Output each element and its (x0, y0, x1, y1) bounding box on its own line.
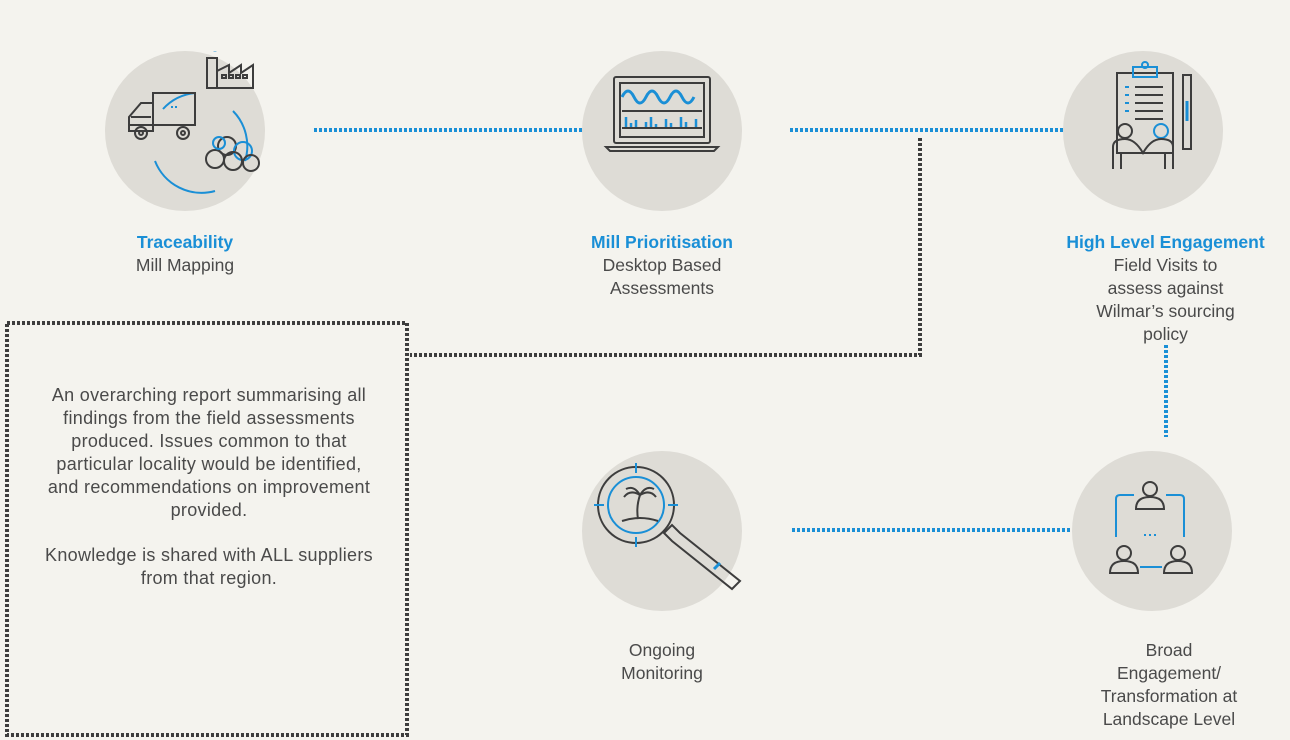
node-broad-engagement-circle (1072, 451, 1232, 611)
node-high-level-engagement-label: High Level Engagement Field Visits to as… (1063, 231, 1268, 346)
node-title: Mill Prioritisation (591, 232, 733, 252)
node-traceability-circle (105, 51, 265, 211)
handshake-clipboard-icon (1112, 61, 1192, 169)
node-title: High Level Engagement (1066, 232, 1265, 252)
node-description: Mill Mapping (135, 255, 235, 275)
node-broad-engagement-label: Broad Engagement/ Transformation at Land… (1074, 639, 1264, 731)
laptop-chart-icon (603, 76, 721, 152)
node-high-level-engagement-circle (1063, 51, 1223, 211)
node-description: Field Visits to assess against Wilmar’s … (1096, 255, 1235, 344)
node-title: Traceability (136, 232, 234, 252)
node-ongoing-monitoring-circle (582, 451, 742, 611)
node-mill-prioritisation-circle (582, 51, 742, 211)
report-summary: An overarching report summarising all fi… (47, 385, 371, 520)
node-traceability-label: Traceability Mill Mapping (110, 231, 260, 277)
report-box-border (5, 321, 409, 737)
node-ongoing-monitoring-label: Ongoing Monitoring (587, 639, 737, 685)
truck-factory-fruit-icon (128, 51, 260, 194)
node-description: Broad Engagement/ Transformation at Land… (1100, 640, 1238, 729)
people-network-icon (1108, 481, 1194, 574)
connector-to-report (410, 138, 922, 357)
node-description: Ongoing Monitoring (621, 640, 703, 683)
report-sharing: Knowledge is shared with ALL suppliers f… (45, 545, 373, 588)
node-description: Desktop Based Assessments (602, 255, 722, 298)
node-mill-prioritisation-label: Mill Prioritisation Desktop Based Assess… (591, 231, 733, 300)
magnifier-palm-icon (594, 463, 742, 591)
report-box: An overarching report summarising all fi… (40, 384, 378, 590)
